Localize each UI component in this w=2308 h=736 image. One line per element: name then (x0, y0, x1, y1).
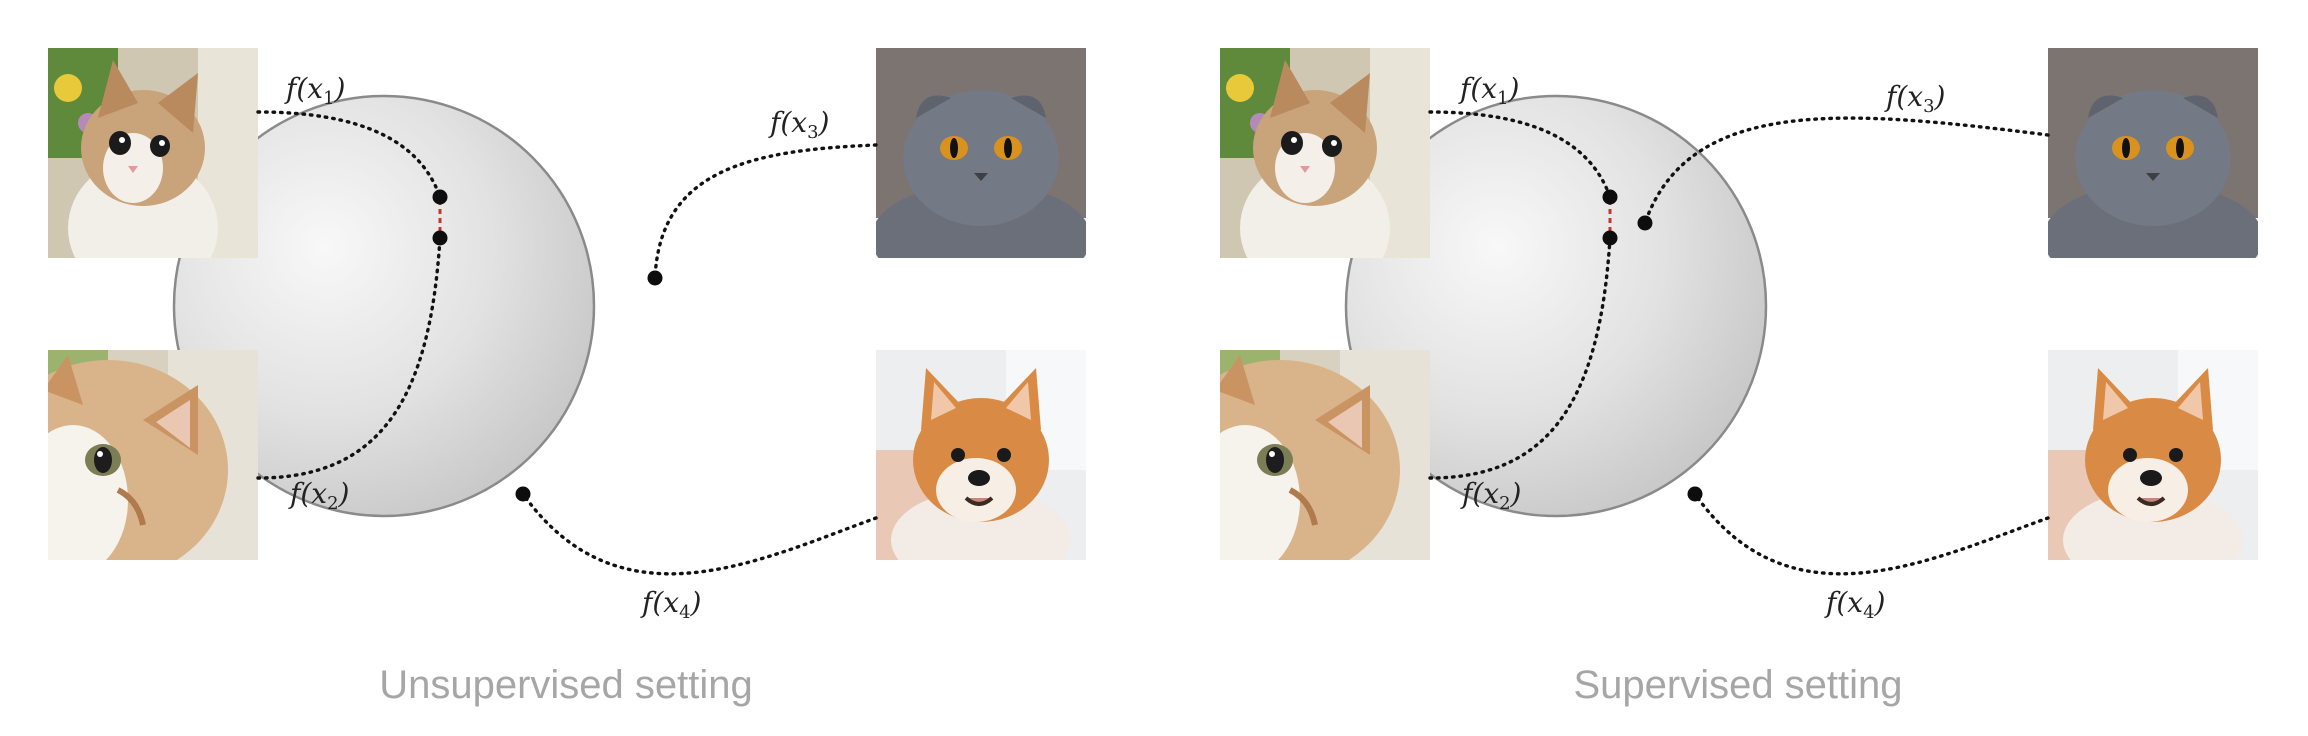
link-x3 (653, 143, 878, 280)
embedding-point-x2 (432, 230, 448, 246)
label-f-x3: f(x3) (1884, 80, 1945, 117)
link-x4 (1693, 492, 2050, 576)
embedding-point-x3 (1637, 215, 1653, 231)
panel-supervised: f(x1) f(x2) f(x3) f(x4) Supervised setti… (1160, 48, 2258, 707)
link-x2 (1428, 236, 1612, 480)
embedding-point-x1 (1602, 189, 1618, 205)
caption-supervised: Supervised setting (1573, 663, 1902, 707)
embedding-point-x1 (432, 189, 448, 205)
label-f-x1: f(x1) (1458, 72, 1519, 109)
label-f-x3: f(x3) (768, 106, 829, 143)
panel-unsupervised: f(x1) f(x2) f(x3) f(x4) Unsupervised set… (0, 48, 1086, 707)
label-f-x4: f(x4) (640, 586, 701, 623)
embedding-point-x4 (515, 486, 531, 502)
image-x4-dog (2048, 350, 2258, 560)
embedding-point-x2 (1602, 230, 1618, 246)
label-f-x1: f(x1) (284, 72, 345, 109)
image-x2-cat-crop (1160, 350, 1430, 580)
image-x3-grey-cat (876, 48, 1086, 258)
label-f-x4: f(x4) (1824, 586, 1885, 623)
label-f-x2: f(x2) (288, 477, 349, 514)
link-x1 (1428, 110, 1612, 199)
image-x3-grey-cat (2048, 48, 2258, 258)
embedding-point-x4 (1687, 486, 1703, 502)
link-x1 (256, 110, 442, 199)
caption-unsupervised: Unsupervised setting (379, 663, 753, 707)
image-x2-cat-crop (0, 350, 258, 580)
image-x4-dog (876, 350, 1086, 560)
embedding-sphere (1344, 94, 1768, 518)
embedding-point-x3 (647, 270, 663, 286)
link-x4 (521, 492, 878, 576)
embedding-sphere (172, 94, 596, 518)
label-f-x2: f(x2) (1460, 477, 1521, 514)
link-x2 (256, 236, 442, 480)
